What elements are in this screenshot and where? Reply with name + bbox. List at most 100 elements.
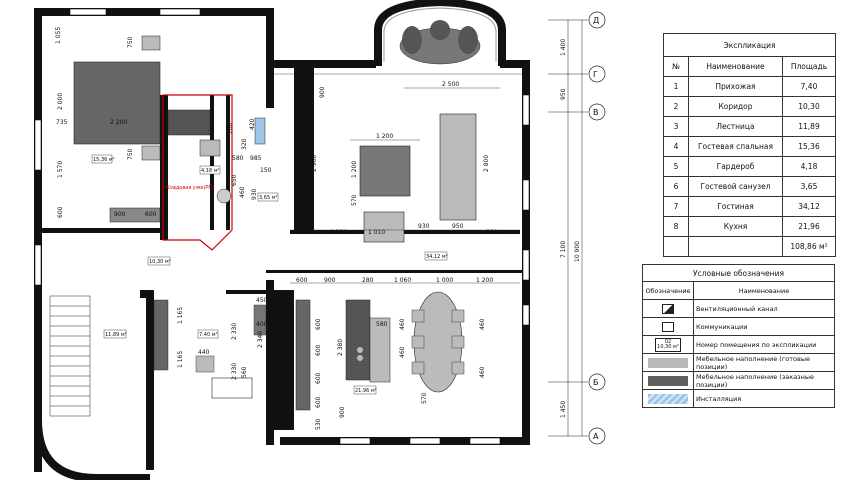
svg-text:2 330: 2 330: [231, 363, 238, 380]
axis-labels: Д Г В Б А: [593, 16, 599, 441]
svg-text:2 500: 2 500: [442, 81, 459, 88]
svg-text:900: 900: [324, 277, 336, 284]
svg-text:580: 580: [376, 321, 388, 328]
svg-text:7 100: 7 100: [560, 241, 567, 258]
svg-text:2 380: 2 380: [337, 339, 344, 356]
svg-text:2 960: 2 960: [311, 155, 318, 172]
svg-text:900: 900: [339, 406, 346, 418]
axis-dimension-labels: 1 400 950 10 900 7 100 1 450: [560, 39, 581, 418]
svg-text:1 165: 1 165: [177, 351, 184, 368]
room-tag-2: 10,30 м²: [149, 259, 171, 265]
svg-text:400: 400: [256, 321, 268, 328]
room-tag-6: 3,65 м²: [259, 195, 278, 201]
svg-text:1 055: 1 055: [55, 27, 62, 44]
svg-text:950: 950: [452, 223, 464, 230]
svg-text:320: 320: [241, 138, 248, 150]
room-tags: 15,36 м² 4,18 м² 3,65 м² 10,30 м² 34,12 …: [91, 154, 448, 395]
svg-text:930: 930: [251, 188, 258, 200]
svg-text:800: 800: [486, 229, 498, 236]
svg-text:2 000: 2 000: [57, 93, 64, 110]
svg-text:1 010: 1 010: [368, 229, 385, 236]
axis-V: В: [593, 108, 599, 117]
svg-text:750: 750: [127, 36, 134, 48]
svg-text:600: 600: [296, 277, 308, 284]
col-number: №: [663, 56, 689, 77]
col-name: Наименование: [688, 56, 783, 77]
svg-text:580: 580: [232, 155, 244, 162]
axis-A: А: [593, 432, 599, 441]
svg-text:1 230: 1 230: [330, 229, 347, 236]
svg-text:600: 600: [315, 344, 322, 356]
svg-text:1 165: 1 165: [177, 307, 184, 324]
svg-text:1 200: 1 200: [476, 277, 493, 284]
svg-text:1 570: 1 570: [57, 161, 64, 178]
svg-text:930: 930: [418, 223, 430, 230]
svg-text:200: 200: [227, 122, 234, 134]
svg-text:280: 280: [362, 277, 374, 284]
dimensions: [274, 73, 522, 284]
svg-text:600: 600: [315, 372, 322, 384]
legend-col-symbol: Обозначение: [642, 281, 694, 300]
room-tag-8: 21,96 м²: [355, 388, 377, 394]
total-area: 108,86 м²: [782, 236, 836, 257]
svg-text:900: 900: [319, 86, 326, 98]
svg-text:570: 570: [351, 194, 358, 206]
room-tag-1: 7,40 м²: [199, 332, 218, 338]
svg-text:600: 600: [315, 318, 322, 330]
room-tag-5: 4,18 м²: [201, 168, 220, 174]
bay-window: [374, 0, 506, 66]
dimension-labels: 1 055 750 2 000 735 2 200 1 570 750 600 …: [55, 27, 498, 430]
svg-text:985: 985: [250, 155, 262, 162]
windows: [34, 8, 530, 445]
svg-text:440: 440: [198, 349, 210, 356]
svg-text:2 200: 2 200: [110, 119, 127, 126]
svg-text:950: 950: [560, 88, 567, 100]
svg-text:2 800: 2 800: [483, 155, 490, 172]
vent-duct-icon: [662, 303, 674, 314]
svg-text:600: 600: [57, 206, 64, 218]
col-area: Площадь: [782, 56, 836, 77]
svg-text:450: 450: [256, 297, 268, 304]
room-tag-7: 34,12 м²: [426, 254, 448, 260]
svg-text:420: 420: [249, 118, 256, 130]
axis-lines: [548, 19, 588, 437]
axis-G: Г: [593, 70, 598, 79]
hall-furniture: [153, 299, 267, 399]
svg-text:460: 460: [239, 186, 246, 198]
legend-row: Мебельное наполнение (заказные позиции): [642, 371, 835, 390]
kitchen-furniture: [295, 291, 465, 411]
svg-text:1 400: 1 400: [560, 39, 567, 56]
living-furniture: [359, 20, 481, 243]
legend-row: Коммуникации: [642, 317, 835, 336]
svg-text:570: 570: [421, 392, 428, 404]
svg-text:650: 650: [296, 120, 308, 127]
svg-text:460: 460: [399, 318, 406, 330]
explication-title: Экспликация: [663, 33, 836, 57]
svg-text:1 200: 1 200: [376, 133, 393, 140]
svg-text:460: 460: [479, 366, 486, 378]
svg-text:600: 600: [315, 396, 322, 408]
legend-row: Мебельное наполнение (готовые позиции): [642, 353, 835, 372]
storage-red-outline: [162, 94, 233, 251]
svg-text:10 900: 10 900: [574, 241, 581, 262]
legend-col-name: Наименование: [693, 281, 835, 300]
svg-text:650: 650: [296, 229, 308, 236]
svg-text:530: 530: [315, 418, 322, 430]
svg-text:650: 650: [231, 174, 238, 186]
svg-text:1 000: 1 000: [436, 277, 453, 284]
svg-text:750: 750: [127, 148, 134, 160]
total-row: 108,86 м²: [663, 236, 836, 257]
legend-row: Инсталляция: [642, 389, 835, 408]
svg-text:900: 900: [114, 211, 126, 218]
axis-markers: [588, 11, 606, 445]
